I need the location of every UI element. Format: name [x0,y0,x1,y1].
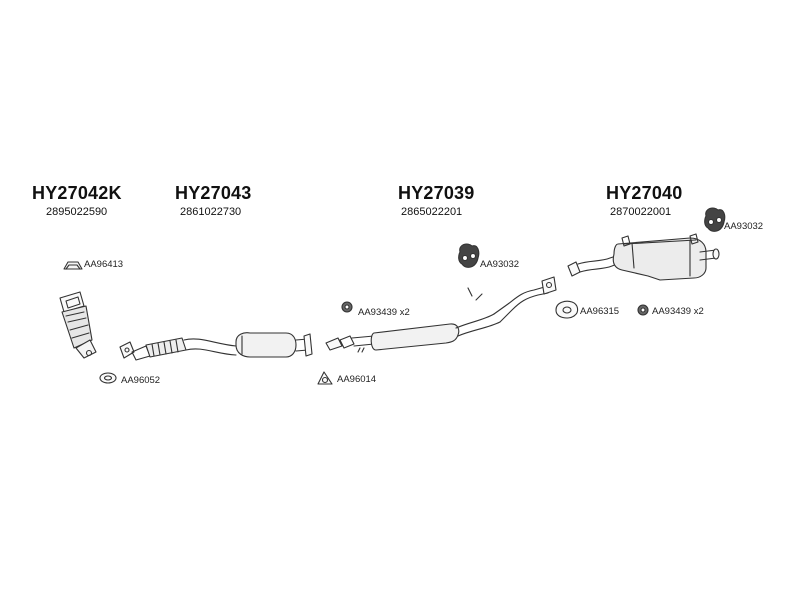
hanger-icon-aa93439-mid [341,301,353,313]
front-pipe-hy27043 [119,332,313,361]
rear-silencer-hy27040 [567,233,720,281]
gasket-icon-aa96014 [317,371,333,385]
catalytic-converter-hy27042k [59,291,97,359]
part-label-aa93439-right: AA93439 x2 [652,306,704,317]
rubber-hanger-icon-aa93032-mid [458,243,480,268]
part-label-aa93032-mid: AA93032 [480,259,520,270]
part-label-aa93439-mid: AA93439 x2 [358,307,410,318]
group-title-hy27042k: HY27042K [32,183,122,203]
gasket-icon-aa96315 [555,300,579,319]
part-label-aa96315: AA96315 [580,306,620,317]
gasket-icon-aa96052 [99,372,117,384]
part-label-aa96014: AA96014 [337,374,377,385]
part-label-aa96052: AA96052 [121,375,161,386]
group-code-hy27039: 2865022201 [401,206,463,218]
group-code-hy27042k: 2895022590 [46,206,108,218]
group-code-hy27043: 2861022730 [180,206,242,218]
bracket-icon-aa96413 [63,261,83,270]
group-title-hy27040: HY27040 [606,183,683,203]
middle-silencer-hy27039 [325,276,557,353]
part-label-aa93032-right: AA93032 [724,221,764,232]
part-label-aa96413: AA96413 [84,259,124,270]
group-code-hy27040: 2870022001 [610,206,672,218]
group-title-hy27043: HY27043 [175,183,252,203]
group-title-hy27039: HY27039 [398,183,475,203]
hanger-icon-aa93439-right [637,304,649,316]
rubber-hanger-icon-aa93032-right [704,207,726,232]
